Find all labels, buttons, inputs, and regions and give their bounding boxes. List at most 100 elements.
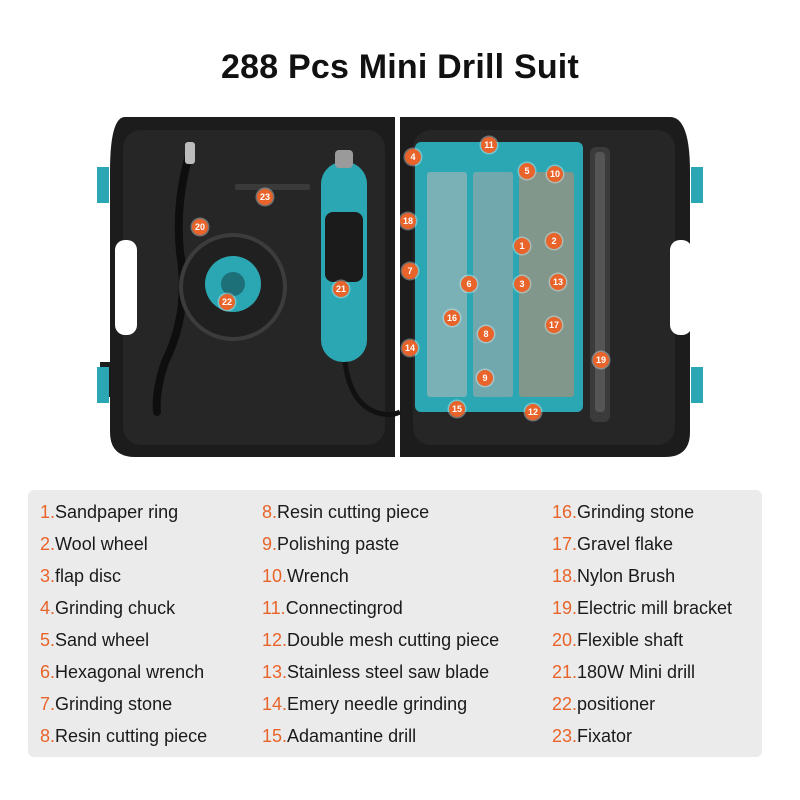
marker-18: 18	[400, 213, 416, 229]
product-photo: 1 2 3 4 5 6 7 8 9 10 11 12 13 14 15 16 1…	[95, 112, 705, 462]
legend-item: 1.Sandpaper ring	[40, 496, 207, 528]
legend-item: 9.Polishing paste	[262, 528, 499, 560]
legend-column-2: 8.Resin cutting piece 9.Polishing paste …	[262, 496, 499, 752]
marker-16: 16	[444, 310, 460, 326]
legend-item: 7.Grinding stone	[40, 688, 207, 720]
marker-6: 6	[461, 276, 477, 292]
marker-17: 17	[546, 317, 562, 333]
marker-15: 15	[449, 401, 465, 417]
legend-number: 19.	[552, 598, 578, 618]
legend-number: 20.	[552, 630, 578, 650]
legend-number: 8.	[262, 502, 278, 522]
parts-legend: 1.Sandpaper ring 2.Wool wheel 3.flap dis…	[28, 490, 762, 757]
legend-number: 11.	[262, 598, 286, 618]
marker-1: 1	[514, 238, 530, 254]
legend-label: Adamantine drill	[287, 726, 417, 746]
legend-label: Emery needle grinding	[287, 694, 468, 714]
legend-number: 17.	[552, 534, 578, 554]
marker-12: 12	[525, 404, 541, 420]
mini-drill-grip	[325, 212, 363, 282]
legend-number: 6.	[40, 662, 56, 682]
hinge-top-right	[691, 167, 703, 203]
legend-item: 8.Resin cutting piece	[40, 720, 207, 752]
marker-10: 10	[547, 166, 563, 182]
legend-item: 8.Resin cutting piece	[262, 496, 499, 528]
legend-number: 12.	[262, 630, 288, 650]
legend-item: 11.Connectingrod	[262, 592, 499, 624]
legend-number: 22.	[552, 694, 578, 714]
legend-item: 17.Gravel flake	[552, 528, 732, 560]
legend-label: Sand wheel	[55, 630, 150, 650]
legend-number: 13.	[262, 662, 288, 682]
legend-number: 2.	[40, 534, 56, 554]
legend-number: 16.	[552, 502, 578, 522]
legend-number: 15.	[262, 726, 288, 746]
tool-case-illustration	[97, 117, 703, 457]
legend-label: Flexible shaft	[577, 630, 684, 650]
legend-item: 15.Adamantine drill	[262, 720, 499, 752]
marker-13: 13	[550, 274, 566, 290]
legend-label: Sandpaper ring	[55, 502, 179, 522]
legend-number: 7.	[40, 694, 56, 714]
legend-column-1: 1.Sandpaper ring 2.Wool wheel 3.flap dis…	[40, 496, 207, 752]
legend-label: Hexagonal wrench	[55, 662, 205, 682]
bracket-rod	[595, 152, 605, 412]
flex-shaft-tip	[185, 142, 195, 164]
page-title: 288 Pcs Mini Drill Suit	[221, 48, 579, 86]
legend-label: Nylon Brush	[577, 566, 676, 586]
legend-number: 4.	[40, 598, 56, 618]
legend-number: 14.	[262, 694, 288, 714]
legend-number: 23.	[552, 726, 578, 746]
left-handle	[115, 240, 137, 335]
legend-label: Resin cutting piece	[55, 726, 208, 746]
legend-number: 21.	[552, 662, 578, 682]
legend-item: 2.Wool wheel	[40, 528, 207, 560]
legend-item: 18.Nylon Brush	[552, 560, 732, 592]
legend-number: 10.	[262, 566, 288, 586]
marker-9: 9	[477, 370, 493, 386]
marker-5: 5	[519, 163, 535, 179]
legend-label: Grinding stone	[55, 694, 173, 714]
legend-label: 180W Mini drill	[577, 662, 696, 682]
legend-number: 1.	[40, 502, 56, 522]
legend-number: 9.	[262, 534, 278, 554]
marker-21: 21	[333, 281, 349, 297]
legend-item: 20.Flexible shaft	[552, 624, 732, 656]
marker-7: 7	[402, 263, 418, 279]
fixator-bar	[235, 184, 310, 190]
legend-label: Electric mill bracket	[577, 598, 733, 618]
legend-number: 5.	[40, 630, 56, 650]
marker-20: 20	[192, 219, 208, 235]
legend-item: 21.180W Mini drill	[552, 656, 732, 688]
legend-label: positioner	[577, 694, 656, 714]
legend-item: 5.Sand wheel	[40, 624, 207, 656]
legend-label: Double mesh cutting piece	[287, 630, 500, 650]
marker-22: 22	[219, 294, 235, 310]
legend-label: Fixator	[577, 726, 633, 746]
legend-item: 19.Electric mill bracket	[552, 592, 732, 624]
marker-4: 4	[405, 149, 421, 165]
legend-item: 22.positioner	[552, 688, 732, 720]
legend-label: Wool wheel	[55, 534, 148, 554]
legend-number: 8.	[40, 726, 56, 746]
hinge-top-left	[97, 167, 109, 203]
marker-2: 2	[546, 233, 562, 249]
legend-label: Grinding stone	[577, 502, 695, 522]
legend-item: 13.Stainless steel saw blade	[262, 656, 499, 688]
legend-item: 16.Grinding stone	[552, 496, 732, 528]
legend-item: 4.Grinding chuck	[40, 592, 207, 624]
legend-number: 3.	[40, 566, 56, 586]
legend-item: 14.Emery needle grinding	[262, 688, 499, 720]
legend-label: Polishing paste	[277, 534, 400, 554]
hinge-bottom-left	[97, 367, 109, 403]
legend-number: 18.	[552, 566, 578, 586]
legend-item: 23.Fixator	[552, 720, 732, 752]
legend-item: 10.Wrench	[262, 560, 499, 592]
marker-23: 23	[257, 189, 273, 205]
legend-label: Grinding chuck	[55, 598, 176, 618]
legend-label: Gravel flake	[577, 534, 674, 554]
drill-cable	[342, 361, 402, 417]
legend-label: flap disc	[55, 566, 122, 586]
legend-item: 3.flap disc	[40, 560, 207, 592]
mini-drill-nose	[335, 150, 353, 168]
